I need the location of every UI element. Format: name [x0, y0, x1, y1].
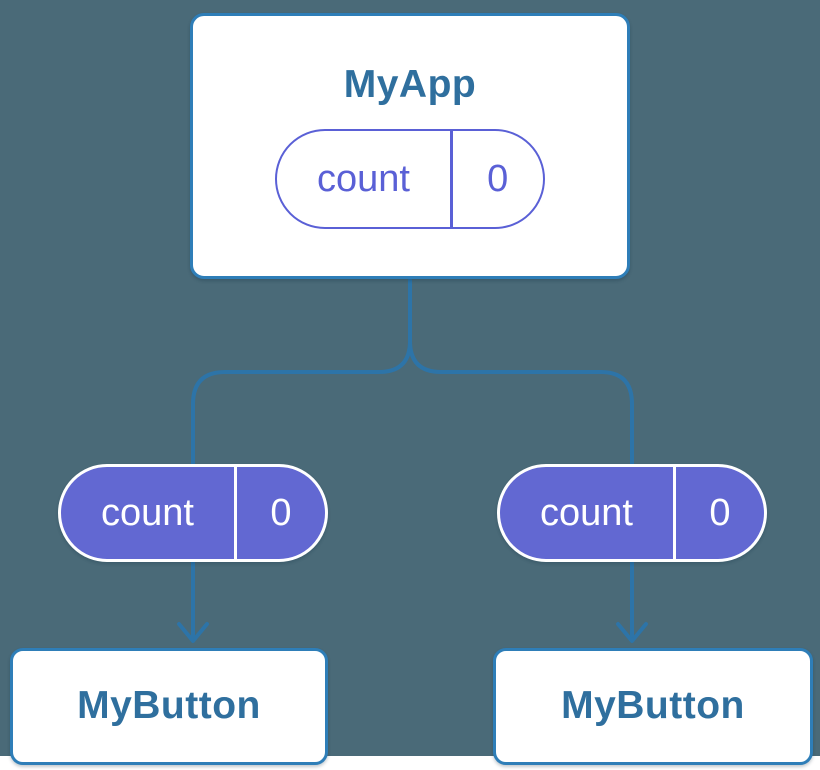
state-pill: count 0	[275, 128, 545, 229]
prop-value: 0	[709, 492, 731, 534]
component-box-mybutton-right: MyButton	[493, 648, 813, 765]
component-box-myapp: MyApp count 0	[190, 13, 630, 279]
component-title: MyButton	[561, 684, 745, 728]
component-title: MyButton	[77, 684, 261, 728]
prop-name-label: count	[101, 492, 194, 534]
state-name-label: count	[317, 157, 410, 200]
component-title: MyApp	[343, 63, 477, 106]
state-value: 0	[487, 157, 509, 200]
prop-pill-left: count 0	[58, 464, 328, 562]
pill-divider	[450, 130, 453, 227]
prop-name-label: count	[540, 492, 633, 534]
pill-divider	[673, 467, 676, 559]
prop-value: 0	[270, 492, 292, 534]
component-box-mybutton-left: MyButton	[10, 648, 328, 765]
prop-pill-right: count 0	[497, 464, 767, 562]
pill-divider	[234, 467, 237, 559]
